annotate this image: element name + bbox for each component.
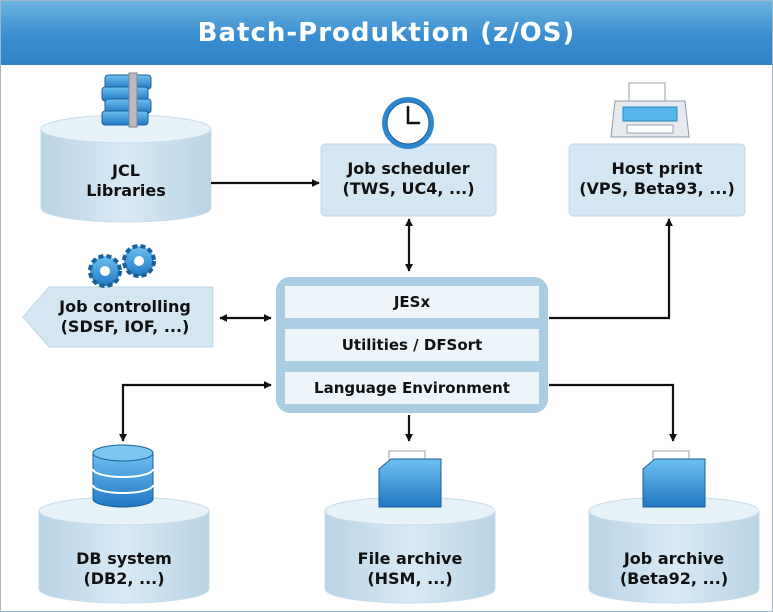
arrow-hub-to-print <box>549 218 673 320</box>
db-system-label: DB system (DB2, ...) <box>39 549 209 589</box>
db-system-line1: DB system <box>76 549 172 568</box>
arrow-hub-to-job-archive <box>549 383 677 442</box>
job-controlling-line1: Job controlling <box>59 297 191 316</box>
arrows <box>119 179 677 442</box>
job-controlling-line2: (SDSF, IOF, ...) <box>60 317 190 336</box>
jcl-libraries-line2: Libraries <box>86 181 166 200</box>
folder-icon <box>378 450 442 508</box>
host-print-label: Host print (VPS, Beta93, ...) <box>569 159 745 199</box>
db-system-cylinder <box>38 496 210 604</box>
clock-icon <box>382 97 434 149</box>
host-print-box <box>568 143 746 217</box>
job-archive-label: Job archive (Beta92, ...) <box>589 549 759 589</box>
file-archive-line1: File archive <box>357 549 463 568</box>
arrow-hub-db <box>119 381 272 442</box>
hub-row-jesx: JESx <box>285 286 539 318</box>
file-archive-line2: (HSM, ...) <box>367 569 453 588</box>
job-controlling-shape <box>22 286 214 348</box>
folder-icon <box>642 450 706 508</box>
host-print-line2: (VPS, Beta93, ...) <box>579 179 735 198</box>
job-archive-cylinder <box>588 496 760 604</box>
z-os-hub: JESx Utilities / DFSort Language Environ… <box>276 277 548 413</box>
host-print-line1: Host print <box>611 159 703 178</box>
file-archive-label: File archive (HSM, ...) <box>325 549 495 589</box>
jcl-libraries-line1: JCL <box>112 161 140 180</box>
gears-icon <box>88 244 156 288</box>
printer-icon <box>610 82 690 138</box>
db-system-line2: (DB2, ...) <box>83 569 165 588</box>
job-scheduler-label: Job scheduler (TWS, UC4, ...) <box>321 159 496 199</box>
diagram-title: Batch-Produktion (z/OS) <box>197 18 576 48</box>
hub-row-utilities: Utilities / DFSort <box>285 329 539 361</box>
file-archive-cylinder <box>324 496 496 604</box>
job-scheduler-line1: Job scheduler <box>347 159 470 178</box>
job-controlling-label: Job controlling (SDSF, IOF, ...) <box>39 297 211 337</box>
hub-row-language-environment: Language Environment <box>285 372 539 404</box>
title-bar <box>1 1 772 65</box>
database-icon <box>92 444 154 508</box>
stacked-books-icon <box>101 72 152 128</box>
job-archive-line2: (Beta92, ...) <box>619 569 729 588</box>
jcl-libraries-label: JCL Libraries <box>41 161 211 201</box>
job-archive-line1: Job archive <box>623 549 725 568</box>
job-scheduler-line2: (TWS, UC4, ...) <box>342 179 475 198</box>
